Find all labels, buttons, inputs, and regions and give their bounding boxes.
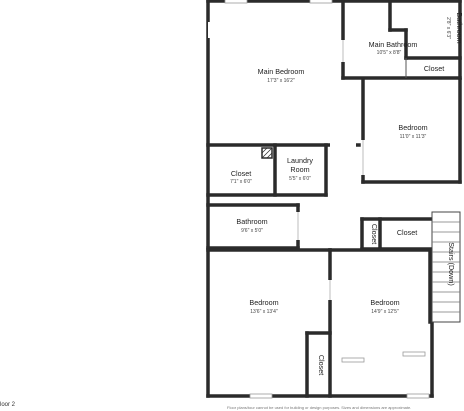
room-labels: Main Bedroom 17'3" x 16'2" Main Bathroom… (230, 12, 464, 375)
laundry-label-line1: Laundry (287, 156, 313, 165)
bathroom-top-label: Bathroom (455, 12, 464, 43)
door-jambs (297, 40, 364, 300)
walls (206, 0, 462, 398)
closet-bottom-label: Closet (317, 355, 326, 375)
bedroom-right-dims: 11'0" x 11'3" (400, 134, 427, 140)
closet-small-label: Closet (370, 224, 379, 244)
closet-left-dims: 7'1" x 6'0" (230, 179, 252, 185)
closet-top-label: Closet (424, 64, 444, 73)
duct-hatch (261, 147, 273, 159)
bathroom-top-dims: 2'8" x 6'3" (445, 17, 451, 39)
bedroom-right-label: Bedroom (398, 123, 427, 132)
bedroom-bl-label: Bedroom (249, 298, 278, 307)
laundry-label-line2: Room (290, 165, 309, 174)
bathroom-dims: 9'6" x 5'0" (241, 228, 263, 234)
floor-label: loor 2 (0, 402, 16, 408)
stairs (431, 211, 461, 323)
laundry-dims: 5'5" x 6'0" (289, 176, 311, 182)
closet-mid-label: Closet (397, 228, 417, 237)
main-bedroom-dims: 17'3" x 16'2" (267, 78, 295, 84)
main-bedroom-label: Main Bedroom (258, 67, 305, 76)
bedroom-bm-dims: 14'9" x 12'5" (371, 309, 399, 315)
thin-lines (405, 58, 461, 322)
closet-left-label: Closet (231, 169, 251, 178)
stairs-label: Stairs (Down) (447, 242, 456, 286)
bedroom-bl-dims: 13'6" x 13'4" (250, 309, 278, 315)
main-bathroom-dims: 10'5" x 8'8" (377, 50, 402, 56)
main-bathroom-label: Main Bathroom (369, 40, 418, 49)
bathroom-label: Bathroom (236, 217, 267, 226)
bedroom-bm-label: Bedroom (370, 298, 399, 307)
disclaimer: Floor plans/tour cannot be used for buil… (227, 405, 412, 410)
windows (208, 0, 458, 399)
